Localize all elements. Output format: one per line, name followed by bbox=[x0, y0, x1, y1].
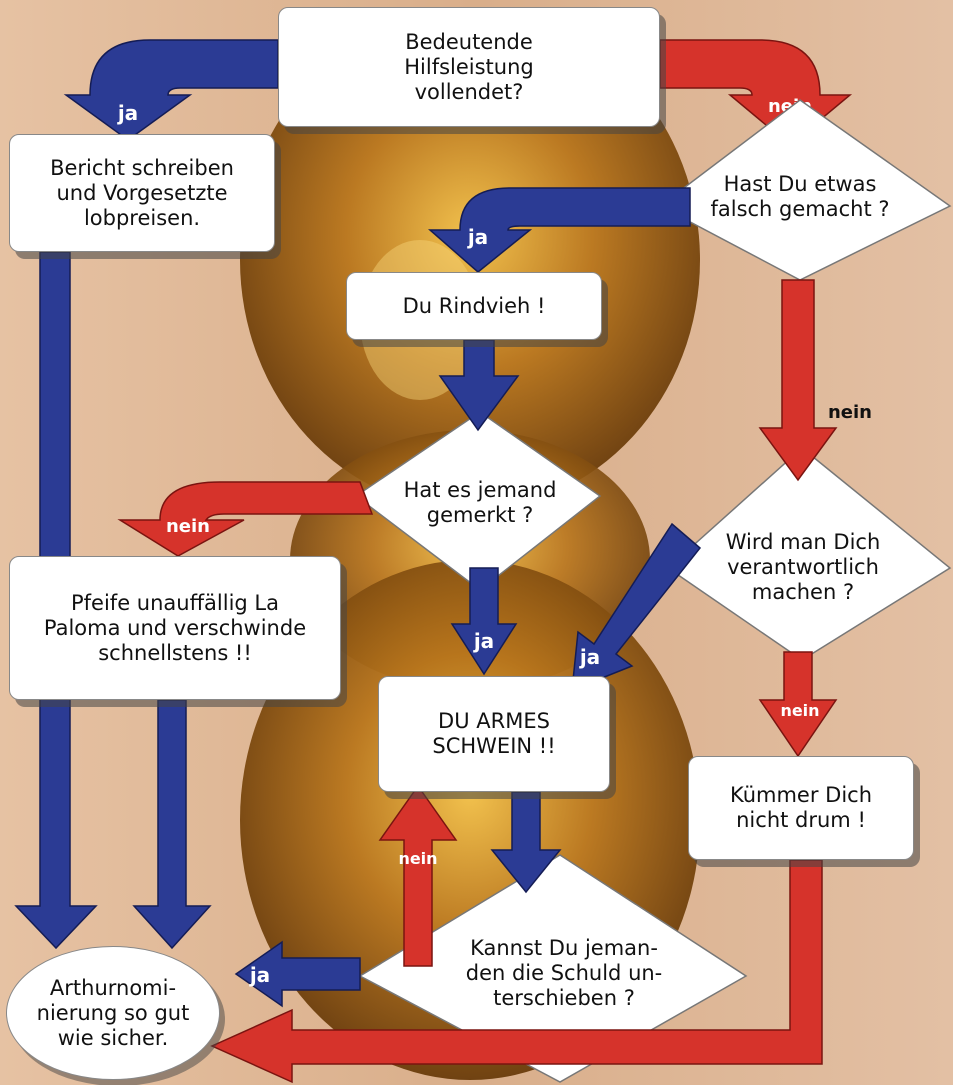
arrow-start-ja bbox=[63, 39, 279, 141]
arrow-rindvieh-down bbox=[438, 339, 520, 432]
kummer-node: Kümmer Dich nicht drum ! bbox=[688, 756, 914, 860]
noticed-decision-text: Hat es jemand gemerkt ? bbox=[403, 478, 557, 527]
report-node: Bericht schreiben und Vorgesetzte lobpre… bbox=[9, 134, 275, 252]
label-nein-2: nein bbox=[828, 402, 872, 423]
arrow-blame-ja bbox=[234, 940, 361, 1008]
label-ja-5: ja bbox=[249, 963, 270, 987]
arrow-wrong-nein bbox=[758, 279, 838, 482]
arrow-armes-down bbox=[490, 791, 562, 894]
pfeife-node: Pfeife unauffällig La Paloma und verschw… bbox=[9, 556, 341, 700]
arrow-noticed-ja bbox=[450, 567, 518, 676]
label-ja-1: ja bbox=[117, 101, 138, 125]
arrow-pfeife-down bbox=[132, 699, 212, 950]
blame-decision-text: Kannst Du jeman- den die Schuld un- ters… bbox=[465, 935, 663, 1010]
label-nein-5: nein bbox=[398, 849, 437, 868]
start-node: Bedeutende Hilfsleistung vollendet? bbox=[278, 7, 660, 127]
responsible-decision-text: Wird man Dich verantwortlich machen ? bbox=[725, 529, 881, 604]
arrow-noticed-nein bbox=[117, 481, 374, 557]
label-ja-2: ja bbox=[467, 225, 488, 249]
label-ja-4: ja bbox=[579, 645, 600, 669]
rindvieh-node: Du Rindvieh ! bbox=[346, 272, 602, 340]
arrow-wrong-ja bbox=[428, 187, 691, 273]
arrow-kummer-arthur bbox=[210, 859, 823, 1084]
arthur-node: Arthurnomi- nierung so gut wie sicher. bbox=[6, 946, 220, 1080]
arrow-blame-nein bbox=[378, 784, 458, 967]
arrow-responsible-nein bbox=[758, 651, 838, 758]
wrong-decision-text: Hast Du etwas falsch gemacht ? bbox=[710, 172, 890, 221]
label-nein-4: nein bbox=[780, 701, 819, 720]
label-ja-3: ja bbox=[473, 629, 494, 653]
label-nein-3: nein bbox=[166, 516, 210, 537]
armes-schwein-node: DU ARMES SCHWEIN !! bbox=[378, 676, 610, 792]
